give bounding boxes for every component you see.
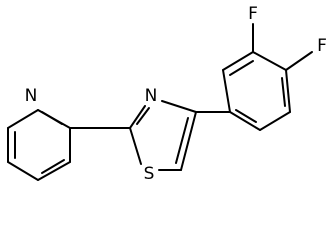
- bond: [285, 69, 291, 113]
- bond: [222, 69, 231, 113]
- double-bond: [41, 159, 65, 174]
- bond: [252, 51, 287, 71]
- bond: [222, 51, 254, 71]
- bond: [129, 105, 146, 129]
- double-bond: [136, 107, 150, 125]
- double-bond: [281, 77, 286, 107]
- bond: [129, 127, 142, 165]
- atom-label-fluorine-4: F: [317, 36, 327, 56]
- pyridine-ring: [7, 109, 71, 181]
- bond: [285, 51, 313, 71]
- thiazole-ring: [129, 100, 197, 171]
- bond: [180, 111, 197, 171]
- bond: [37, 161, 71, 181]
- chemical-structure-diagram: N N S F F: [7, 4, 327, 184]
- atom-label-fluorine-3: F: [248, 4, 258, 24]
- double-bond: [41, 111, 63, 125]
- bond: [161, 100, 197, 113]
- bond: [7, 109, 39, 129]
- bond: [259, 111, 291, 131]
- atom-label-thiazole-n: N: [145, 86, 158, 106]
- atom-label-thiazole-s: S: [144, 164, 155, 184]
- bond: [229, 111, 261, 131]
- difluorophenyl-ring: [222, 51, 291, 131]
- double-bond: [235, 109, 257, 123]
- double-bond: [175, 117, 189, 164]
- bond: [7, 161, 39, 181]
- atom-label-pyridine-n: N: [25, 86, 38, 106]
- double-bond: [229, 60, 254, 76]
